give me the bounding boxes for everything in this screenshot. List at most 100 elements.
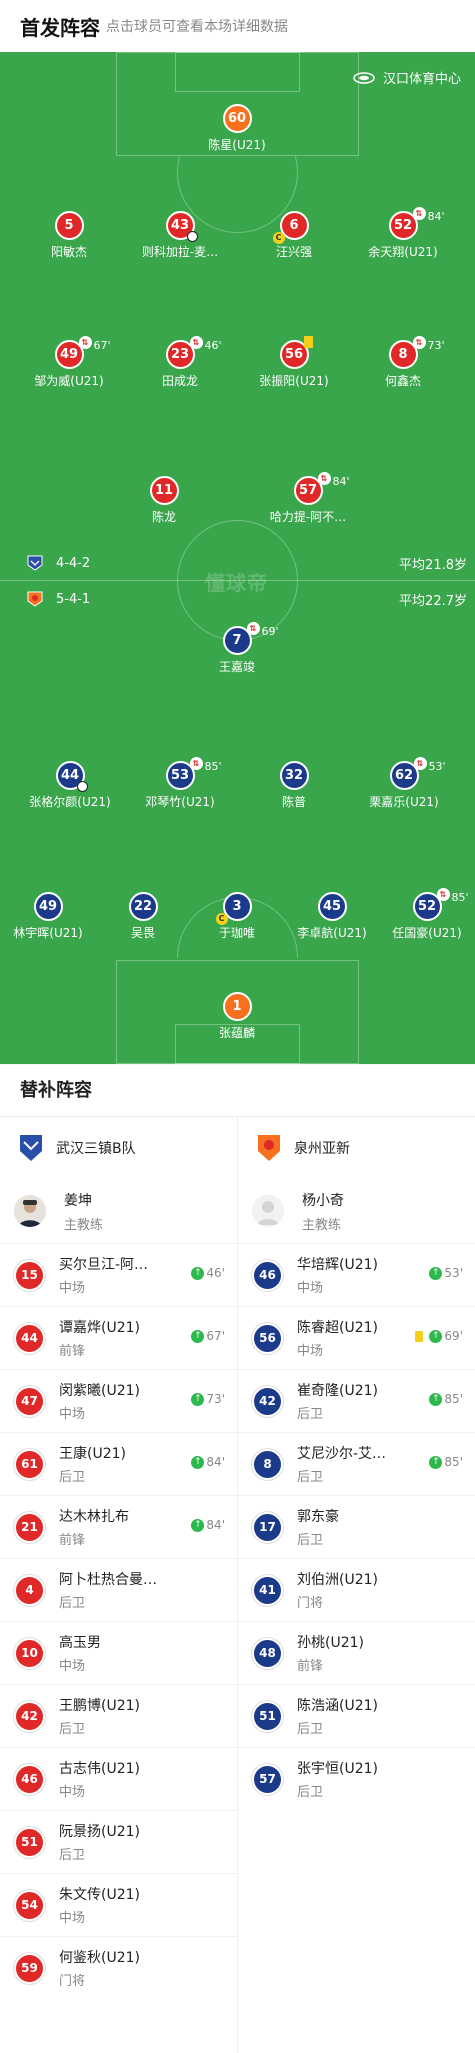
player-number: 23 xyxy=(170,347,190,362)
home-player-9[interactable]: 8⇅73' 何鑫杰 xyxy=(348,336,458,389)
sub-player-number: 21 xyxy=(14,1511,45,1543)
sub-in-indicator: ↑84' xyxy=(191,1455,225,1469)
home-player-10[interactable]: 11 陈龙 xyxy=(109,476,219,525)
sub-player-name: 阮景扬(U21) xyxy=(59,1824,140,1840)
home-player-7[interactable]: 23⇅46' 田成龙 xyxy=(125,336,235,389)
player-number: 52 xyxy=(393,218,413,233)
home-formation: 4-4-2 xyxy=(26,554,90,572)
sub-in-indicator: ↑67' xyxy=(191,1329,225,1343)
away-player-10[interactable]: 52⇅85' 任国豪(U21) xyxy=(372,888,475,941)
sub-player-name: 崔奇隆(U21) xyxy=(297,1383,378,1399)
player-number: 43 xyxy=(170,218,190,233)
sub-player-name: 孙桃(U21) xyxy=(297,1635,364,1651)
player-number: 1 xyxy=(222,992,252,1021)
sub-player-position: 后卫 xyxy=(59,1722,86,1737)
away-player-1[interactable]: 7⇅69' 王嘉竣 xyxy=(182,622,292,675)
player-name: 张振阳(U21) xyxy=(259,374,329,388)
away-team-row[interactable]: 泉州亚新 xyxy=(238,1117,475,1179)
sub-out-icon: ⇅ xyxy=(412,336,426,349)
player-number: 62 xyxy=(394,768,414,783)
away-player-7[interactable]: 22 吴畏 xyxy=(88,892,198,941)
home-player-8[interactable]: 56 张振阳(U21) xyxy=(239,336,349,389)
sub-player-number: 54 xyxy=(14,1889,45,1921)
sub-player-position: 前锋 xyxy=(59,1533,86,1548)
away-player-3[interactable]: 53⇅85' 邓琴竹(U21) xyxy=(125,757,235,810)
sub-player-position: 后卫 xyxy=(59,1470,86,1485)
away-formation-text: 5-4-1 xyxy=(56,591,91,607)
player-number: 60 xyxy=(222,104,252,133)
away-team-name: 泉州亚新 xyxy=(294,1141,350,1157)
away-coach-row[interactable]: 杨小奇 主教练 xyxy=(238,1179,475,1243)
sub-in-minute: 69' xyxy=(444,1329,463,1343)
coach-role: 主教练 xyxy=(302,1217,342,1233)
sub-minute: 84' xyxy=(427,210,445,223)
player-name: 哈力提-阿不… xyxy=(269,510,347,524)
sub-player-number: 44 xyxy=(14,1322,45,1354)
sub-player-number: 15 xyxy=(14,1259,45,1291)
sub-player-position: 中场 xyxy=(297,1281,324,1296)
player-name: 余天翔(U21) xyxy=(368,245,438,259)
sub-player-position: 后卫 xyxy=(59,1848,86,1863)
sub-minute: 85' xyxy=(451,891,469,904)
player-name: 邹为威(U21) xyxy=(34,374,104,388)
home-player-1[interactable]: 60 陈星(U21) xyxy=(182,104,292,153)
sub-player-name: 刘伯洲(U21) xyxy=(297,1572,378,1588)
sub-player-position: 中场 xyxy=(59,1785,86,1800)
home-player-11[interactable]: 57⇅84' 哈力提-阿不… xyxy=(253,472,363,525)
home-player-6[interactable]: 49⇅67' 邹为威(U21) xyxy=(14,336,124,389)
player-name: 何鑫杰 xyxy=(384,374,421,388)
sub-player-position: 中场 xyxy=(59,1911,86,1926)
sub-player-name: 谭嘉烨(U21) xyxy=(59,1320,140,1336)
watermark: 懂球帝 xyxy=(205,571,268,595)
sub-in-minute: 85' xyxy=(444,1455,463,1469)
away-player-5[interactable]: 62⇅53' 栗嘉乐(U21) xyxy=(349,757,459,810)
sub-player-position: 后卫 xyxy=(297,1722,324,1737)
captain-icon: C xyxy=(272,232,285,244)
sub-minute: 53' xyxy=(428,760,446,773)
sub-out-icon: ⇅ xyxy=(436,888,450,901)
player-name: 陈龙 xyxy=(151,510,176,524)
home-player-5[interactable]: 52⇅84' 余天翔(U21) xyxy=(348,207,458,260)
away-player-9[interactable]: 45 李卓航(U21) xyxy=(277,892,387,941)
sub-player-position: 后卫 xyxy=(297,1407,324,1422)
player-name: 陈星(U21) xyxy=(208,138,266,152)
away-player-11[interactable]: 1 张蕴麟 xyxy=(182,992,292,1041)
away-player-6[interactable]: 49 林宇晖(U21) xyxy=(0,892,103,941)
sub-player-position: 门将 xyxy=(297,1596,324,1611)
player-number: 52 xyxy=(417,899,437,914)
home-player-3[interactable]: 43 则科加拉-麦… xyxy=(125,211,235,260)
away-player-4[interactable]: 32 陈普 xyxy=(239,761,349,810)
home-team-row[interactable]: 武汉三镇B队 xyxy=(0,1117,237,1179)
away-player-2[interactable]: 44 张格尔颜(U21) xyxy=(15,761,125,810)
home-coach-row[interactable]: 姜坤 主教练 xyxy=(0,1179,237,1243)
coach-name: 姜坤 xyxy=(64,1192,92,1209)
player-name: 于珈唯 xyxy=(218,926,255,940)
sub-player-name: 郭东豪 xyxy=(297,1509,339,1525)
home-player-2[interactable]: 5 阳敏杰 xyxy=(14,211,124,260)
